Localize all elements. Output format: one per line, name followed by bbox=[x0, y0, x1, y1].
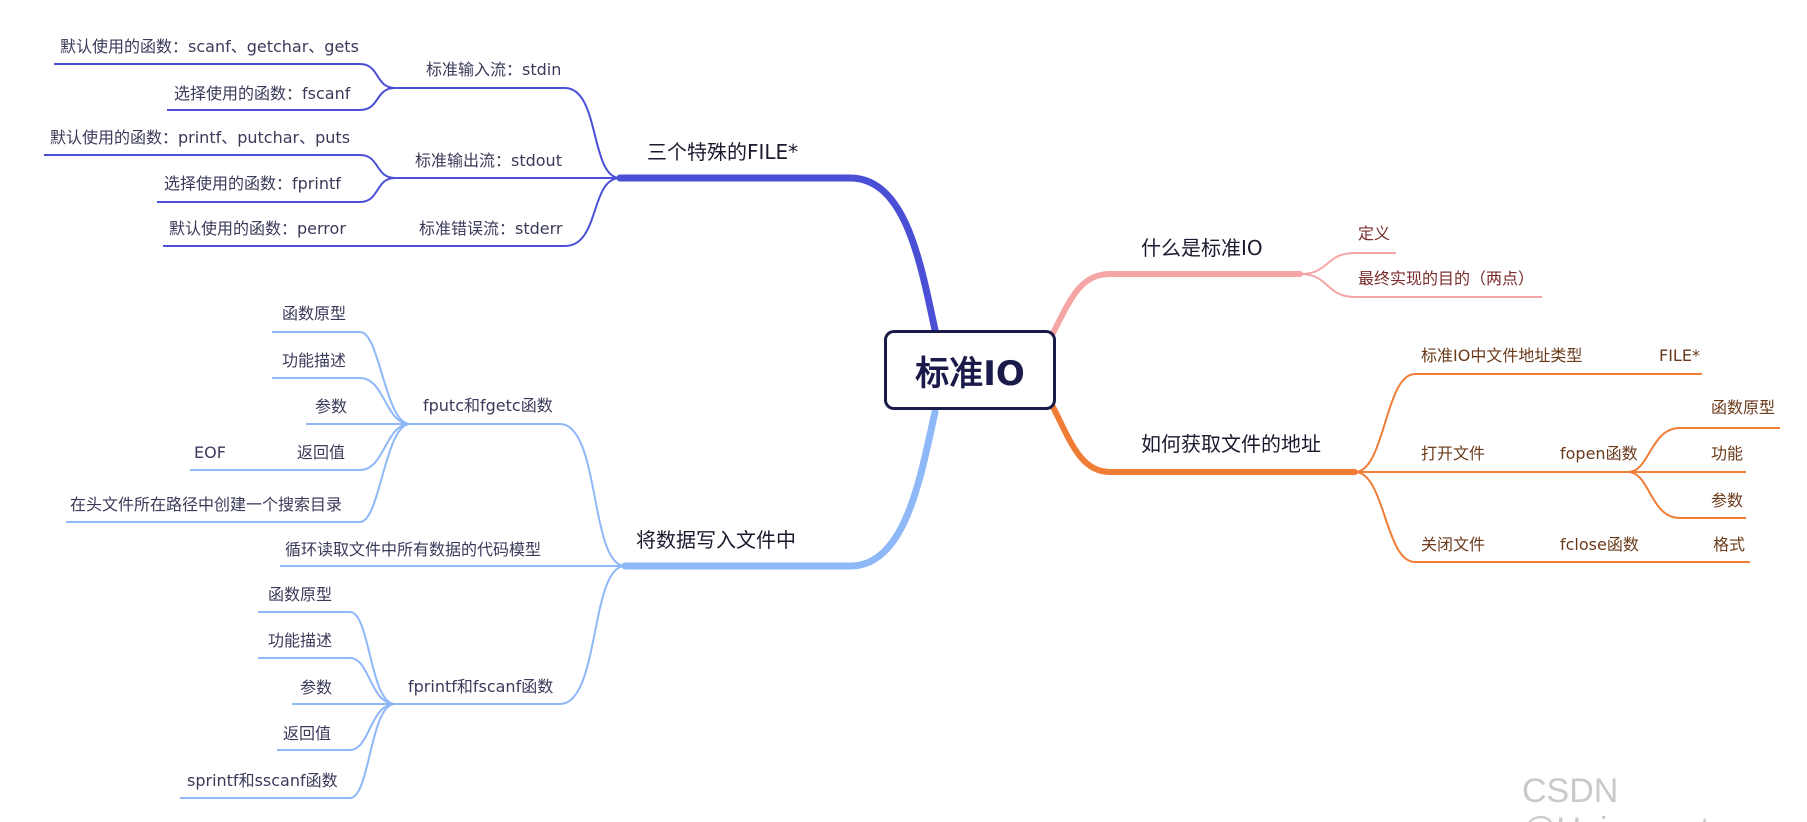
node-stderr[interactable]: 标准错误流：stderr bbox=[419, 219, 563, 238]
node-fprintf-description[interactable]: 功能描述 bbox=[268, 631, 333, 650]
node-fputc-params[interactable]: 参数 bbox=[315, 397, 348, 416]
node-fprintf-return[interactable]: 返回值 bbox=[283, 724, 332, 743]
node-stdout[interactable]: 标准输出流：stdout bbox=[415, 151, 562, 170]
node-fputc-fgetc[interactable]: fputc和fgetc函数 bbox=[423, 396, 553, 415]
branch-three-special-file[interactable]: 三个特殊的FILE* bbox=[647, 140, 799, 164]
node-fprintf-params[interactable]: 参数 bbox=[300, 678, 333, 697]
node-definition[interactable]: 定义 bbox=[1358, 224, 1391, 243]
node-fputc-return[interactable]: 返回值 bbox=[297, 443, 346, 462]
node-stdin-default[interactable]: 默认使用的函数：scanf、getchar、gets bbox=[60, 37, 359, 56]
node-loop-read-model[interactable]: 循环读取文件中所有数据的代码模型 bbox=[285, 540, 542, 559]
node-stdout-default[interactable]: 默认使用的函数：printf、putchar、puts bbox=[50, 128, 351, 147]
branch-what-is-stdio[interactable]: 什么是标准IO bbox=[1141, 236, 1263, 260]
node-fprintf-prototype[interactable]: 函数原型 bbox=[268, 585, 333, 604]
node-fputc-description[interactable]: 功能描述 bbox=[282, 351, 347, 370]
node-fopen-function[interactable]: 功能 bbox=[1711, 444, 1744, 463]
node-stdin-optional[interactable]: 选择使用的函数：fscanf bbox=[174, 84, 351, 103]
node-fclose-format[interactable]: 格式 bbox=[1713, 535, 1746, 554]
node-fprintf-fscanf[interactable]: fprintf和fscanf函数 bbox=[408, 677, 554, 696]
branch-get-file-address[interactable]: 如何获取文件的地址 bbox=[1141, 432, 1321, 456]
node-file-address-type[interactable]: 标准IO中文件地址类型 bbox=[1421, 346, 1583, 365]
node-fopen[interactable]: fopen函数 bbox=[1560, 444, 1638, 463]
node-fclose[interactable]: fclose函数 bbox=[1560, 535, 1639, 554]
node-sprintf-sscanf[interactable]: sprintf和sscanf函数 bbox=[187, 771, 338, 790]
watermark: CSDN @Unique_yt bbox=[1522, 772, 1710, 822]
node-file-pointer[interactable]: FILE* bbox=[1659, 346, 1700, 365]
node-fopen-prototype[interactable]: 函数原型 bbox=[1711, 398, 1776, 417]
node-fopen-params[interactable]: 参数 bbox=[1711, 491, 1744, 510]
node-eof[interactable]: EOF bbox=[194, 443, 226, 462]
node-search-dir[interactable]: 在头文件所在路径中创建一个搜索目录 bbox=[70, 495, 343, 514]
root-node[interactable]: 标准IO bbox=[884, 330, 1056, 410]
node-stdout-optional[interactable]: 选择使用的函数：fprintf bbox=[164, 174, 341, 193]
branch-write-data[interactable]: 将数据写入文件中 bbox=[636, 528, 796, 552]
node-stdin[interactable]: 标准输入流：stdin bbox=[426, 60, 562, 79]
node-open-file[interactable]: 打开文件 bbox=[1421, 444, 1486, 463]
node-close-file[interactable]: 关闭文件 bbox=[1421, 535, 1486, 554]
node-final-goal[interactable]: 最终实现的目的（两点） bbox=[1358, 269, 1535, 288]
node-stderr-default[interactable]: 默认使用的函数：perror bbox=[169, 219, 346, 238]
node-fputc-prototype[interactable]: 函数原型 bbox=[282, 304, 347, 323]
